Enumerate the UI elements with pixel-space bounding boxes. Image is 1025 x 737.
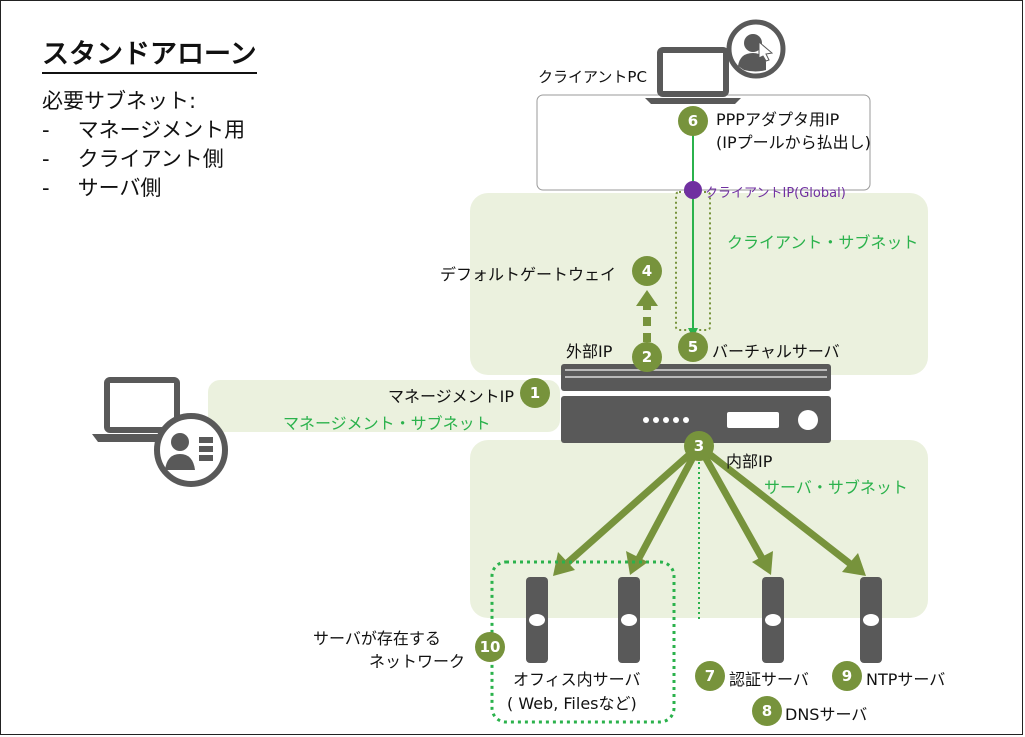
office-servers-examples-label: ( Web, Filesなど) <box>507 694 637 713</box>
subnet-heading: 必要サブネット: <box>42 89 197 113</box>
bullet-dash: - <box>42 118 50 142</box>
node-6: 6 <box>678 106 708 136</box>
node-2: 2 <box>632 342 662 372</box>
admin-user-icon <box>154 413 228 487</box>
subnet-item-label: マネージメント用 <box>77 118 246 142</box>
client-laptop-icon <box>645 47 741 104</box>
subnet-item-server: - サーバ側 <box>42 175 161 201</box>
client-subnet-label: クライアント・サブネット <box>727 233 919 252</box>
node-8: 8 <box>752 696 782 726</box>
bullet-dash: - <box>42 176 50 200</box>
virtual-server-label: バーチャルサーバ <box>712 342 840 361</box>
internal-ip-label: 内部IP <box>726 452 773 471</box>
dns-server-label: DNSサーバ <box>785 705 868 724</box>
node-4: 4 <box>632 256 662 286</box>
node-9: 9 <box>832 661 862 691</box>
client-pc-label: クライアントPC <box>538 68 647 86</box>
office-server-2 <box>618 577 640 663</box>
gateway-arrowhead <box>636 290 658 306</box>
node-10: 10 <box>475 632 505 662</box>
node-3: 3 <box>684 431 714 461</box>
default-gateway-label: デフォルトゲートウェイ <box>440 265 617 284</box>
server-network-box <box>490 560 676 724</box>
management-subnet-band <box>208 380 560 432</box>
page-title: スタンドアローン <box>42 38 257 74</box>
client-subnet-band <box>470 193 928 375</box>
auth-server <box>762 577 784 663</box>
client-ip-label: クライアントIP(Global) <box>705 186 846 201</box>
client-ip-dot <box>684 181 702 199</box>
management-subnet-label: マネージメント・サブネット <box>283 414 491 433</box>
server-network-label: サーバが存在する <box>313 629 441 648</box>
office-servers-label: オフィス内サーバ <box>513 670 641 689</box>
ntp-server <box>860 577 882 663</box>
external-ip-label: 外部IP <box>566 342 613 361</box>
server-network-label-2: ネットワーク <box>369 652 466 671</box>
server-arrows <box>553 443 866 576</box>
ntp-server-label: NTPサーバ <box>866 670 946 689</box>
subnet-item-management: - マネージメント用 <box>42 117 245 143</box>
node-5: 5 <box>678 332 708 362</box>
server-subnet-label: サーバ・サブネット <box>764 478 908 497</box>
auth-server-label: 認証サーバ <box>729 670 809 689</box>
bullet-dash: - <box>42 147 50 171</box>
subnet-item-label: クライアント側 <box>77 147 224 171</box>
user-cursor-icon <box>726 19 786 79</box>
subnet-item-label: サーバ側 <box>77 176 162 200</box>
office-server-1 <box>526 577 548 663</box>
ppp-ip-pool-label: (IPプールから払出し) <box>716 133 871 152</box>
management-ip-label: マネージメントIP <box>388 387 515 406</box>
ppp-ip-label: PPPアダプタ用IP <box>716 110 840 129</box>
subnet-item-client: - クライアント側 <box>42 146 224 172</box>
node-1: 1 <box>520 378 550 408</box>
node-7: 7 <box>695 661 725 691</box>
appliance-device <box>561 364 831 443</box>
